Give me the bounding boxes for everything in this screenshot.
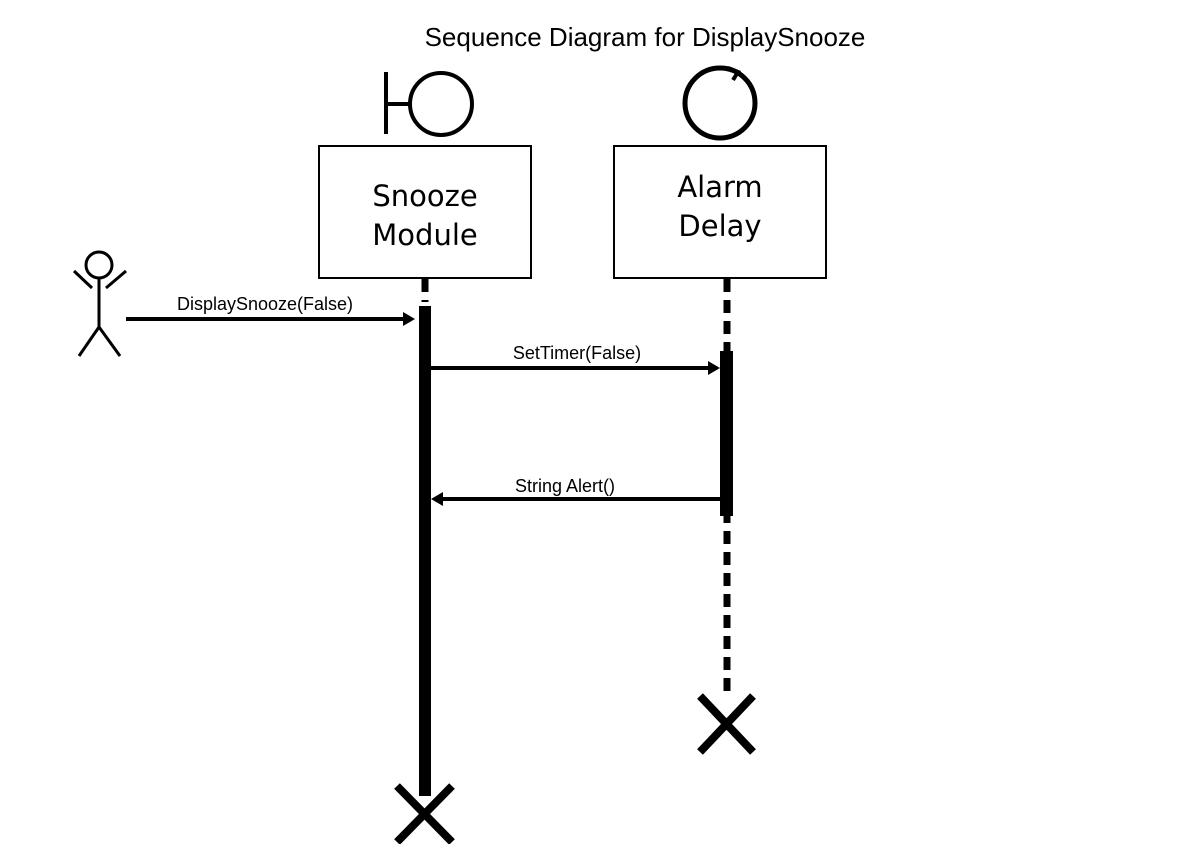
message-label-display-snooze: DisplaySnooze(False): [177, 294, 353, 314]
snooze-module-label-line2: Module: [372, 218, 477, 252]
control-icon: [682, 65, 758, 141]
diagram-title: Sequence Diagram for DisplaySnooze: [425, 22, 866, 52]
message-string-alert: String Alert(): [431, 476, 720, 506]
snooze-module-label-line1: Snooze: [372, 179, 477, 213]
destroy-x-icon: [697, 693, 756, 755]
snooze-module-activation-bar: [419, 306, 431, 796]
lifeline-box-snooze-module: Snooze Module: [318, 145, 532, 279]
message-set-timer: SetTimer(False): [431, 343, 720, 375]
lifeline-box-alarm-delay: Alarm Delay: [613, 145, 827, 279]
destroy-x-icon: [394, 783, 455, 844]
message-label-set-timer: SetTimer(False): [513, 343, 641, 363]
message-display-snooze: DisplaySnooze(False): [126, 294, 415, 326]
message-label-string-alert: String Alert(): [515, 476, 615, 496]
alarm-delay-label-line1: Alarm: [677, 170, 762, 204]
alarm-delay-label-line2: Delay: [678, 209, 761, 243]
alarm-delay-activation-bar: [720, 351, 733, 516]
boundary-icon: [384, 71, 474, 137]
stick-figure-icon: [72, 250, 127, 357]
